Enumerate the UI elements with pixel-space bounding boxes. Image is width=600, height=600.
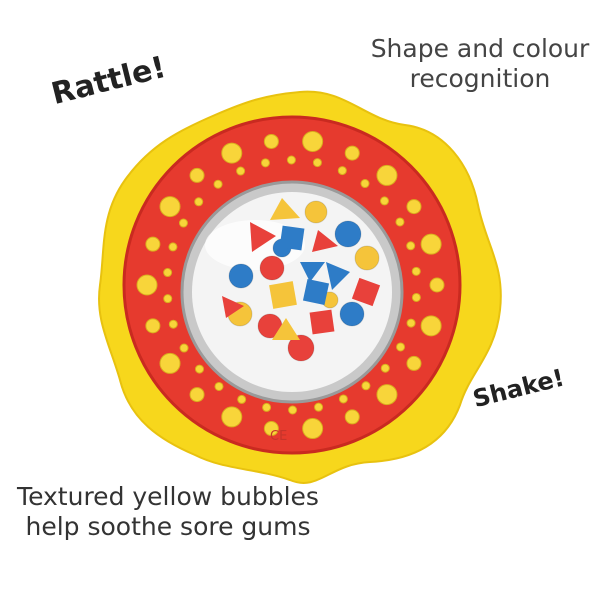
caption-textured-bubbles: Textured yellow bubbles help soothe sore… [8,482,328,542]
caption-shape-line1: Shape and colour [370,34,590,63]
textured-bubbles [136,130,445,440]
ce-mark: CE [270,429,287,444]
caption-shape-colour: Shape and colour recognition [370,34,590,94]
caption-shape-line2: recognition [409,64,551,93]
caption-textured-line1: Textured yellow bubbles [17,482,319,511]
colour-shapes [222,198,381,362]
caption-textured-line2: help soothe sore gums [25,512,311,541]
